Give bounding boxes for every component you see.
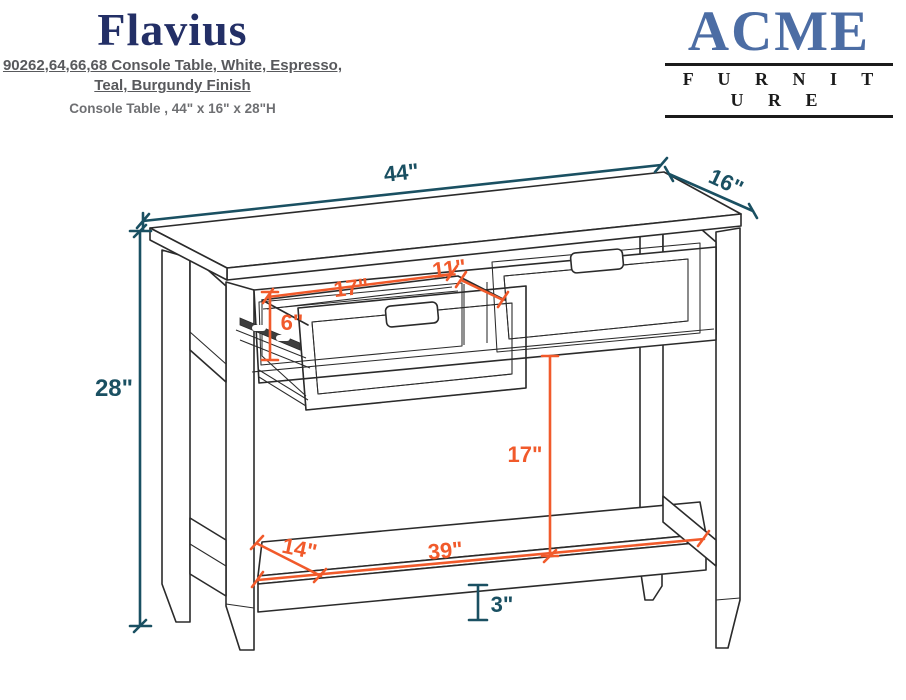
- dim-drawer-pullout: 11": [431, 254, 510, 309]
- front-right-leg: [715, 227, 741, 649]
- closed-drawer: [491, 242, 701, 353]
- dim-overall-height-label: 28": [95, 375, 133, 402]
- brand-name: ACME: [687, 0, 871, 63]
- logo-rule-top: [665, 63, 893, 66]
- dim-top-width-label: 44": [383, 158, 420, 187]
- spec-line: Console Table , 44" x 16" x 28"H: [69, 101, 276, 116]
- sku-line-1: 90262,64,66,68 Console Table, White, Esp…: [2, 57, 343, 74]
- dim-shelf-clearance-label: 17": [508, 442, 543, 467]
- dim-drawer-height: 6": [260, 290, 304, 362]
- dim-overall-height: 28": [95, 223, 153, 634]
- logo-rule-bottom: [665, 115, 893, 118]
- left-side-apron: [189, 253, 227, 383]
- dim-shelf-width: 39": [250, 529, 711, 589]
- dim-top-depth-label: 16": [705, 163, 747, 200]
- open-drawer-handle: [384, 301, 440, 328]
- back-left-leg: [161, 249, 191, 623]
- page-title: Flavius: [97, 4, 248, 55]
- dim-shelf-depth: 14": [249, 533, 328, 584]
- dim-shelf-width-label: 39": [427, 536, 464, 564]
- rear-right-foot: [640, 573, 663, 601]
- dim-top-width: 44": [135, 156, 669, 232]
- rear-right-leg: [639, 185, 664, 561]
- dim-base-height: 3": [467, 583, 514, 622]
- dim-drawer-pullout-label: 11": [431, 254, 467, 283]
- dim-drawer-height-label: 6": [281, 310, 304, 335]
- brand-division: F U R N I T U R E: [682, 69, 884, 110]
- sku-line-2: Teal, Burgundy Finish: [94, 77, 251, 94]
- front-left-leg: [225, 281, 255, 651]
- legs: [161, 185, 741, 651]
- table-drawing: [149, 171, 742, 651]
- closed-drawer-handle: [569, 248, 625, 274]
- tabletop: [149, 171, 742, 281]
- brand-logo: ACME F U R N I T U R E: [665, 2, 893, 119]
- dim-shelf-clearance: 17": [508, 354, 560, 564]
- dim-drawer-width-label: 17": [332, 273, 370, 302]
- dim-base-height-label: 3": [491, 592, 514, 617]
- header: Flavius 90262,64,66,68 Console Table, Wh…: [0, 4, 345, 116]
